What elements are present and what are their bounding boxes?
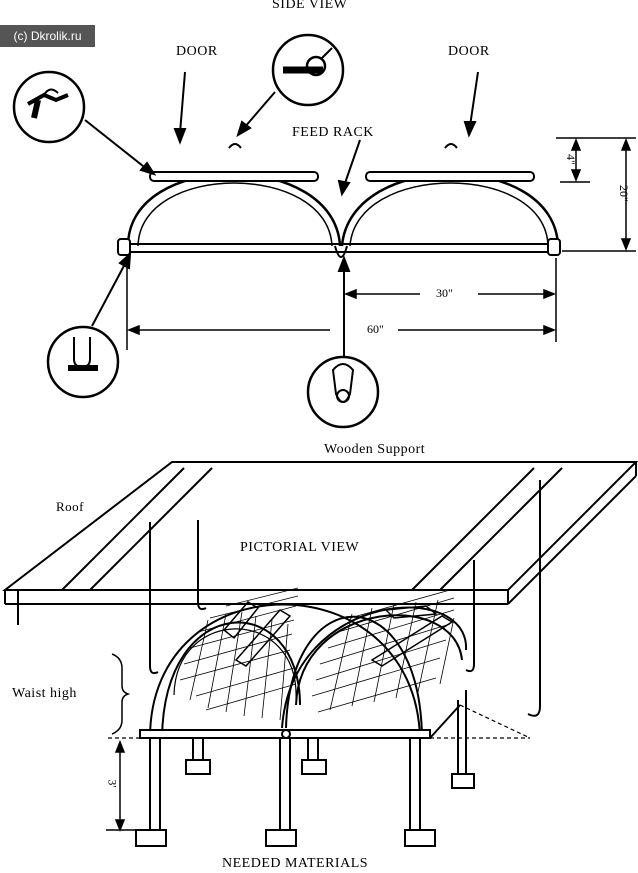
roof-label: Roof: [56, 499, 84, 514]
detail-circle-top-center: [271, 33, 345, 107]
door-right-label: DOOR: [448, 44, 490, 59]
footer-title: NEEDED MATERIALS: [222, 856, 369, 871]
watermark-badge: (c) Dkrolik.ru: [0, 25, 95, 47]
dim-full-width-label: 60": [364, 322, 387, 337]
wooden-support-label: Wooden Support: [324, 442, 426, 457]
detail-circle-bottom-left: [46, 325, 120, 399]
leg-height-label: 3': [105, 779, 120, 788]
wire-mesh: [179, 587, 455, 721]
detail-circle-bottom-center: [306, 355, 380, 429]
side-view-title: SIDE VIEW: [272, 0, 348, 12]
door-left-label: DOOR: [176, 44, 218, 59]
detail-circle-top-left: [12, 70, 86, 144]
pictorial-view-title: PICTORIAL VIEW: [240, 540, 360, 555]
side-view-pointers: [84, 71, 479, 356]
dim-height-label: 20": [616, 185, 631, 202]
hanging-rods: [149, 480, 541, 717]
feed-rack-label: FEED RACK: [292, 125, 374, 140]
dim-half-width-label: 30": [433, 286, 456, 301]
pictorial-dimensions: [106, 653, 136, 833]
roof: [2, 461, 638, 625]
legs: [135, 690, 475, 847]
pictorial-hutch: [139, 603, 468, 739]
dim-top-label: 4": [563, 154, 578, 165]
dashed-guides: [108, 704, 531, 739]
side-view-hutch: [117, 143, 561, 258]
side-view-dimensions: [126, 137, 636, 350]
waist-high-label: Waist high: [12, 686, 77, 701]
